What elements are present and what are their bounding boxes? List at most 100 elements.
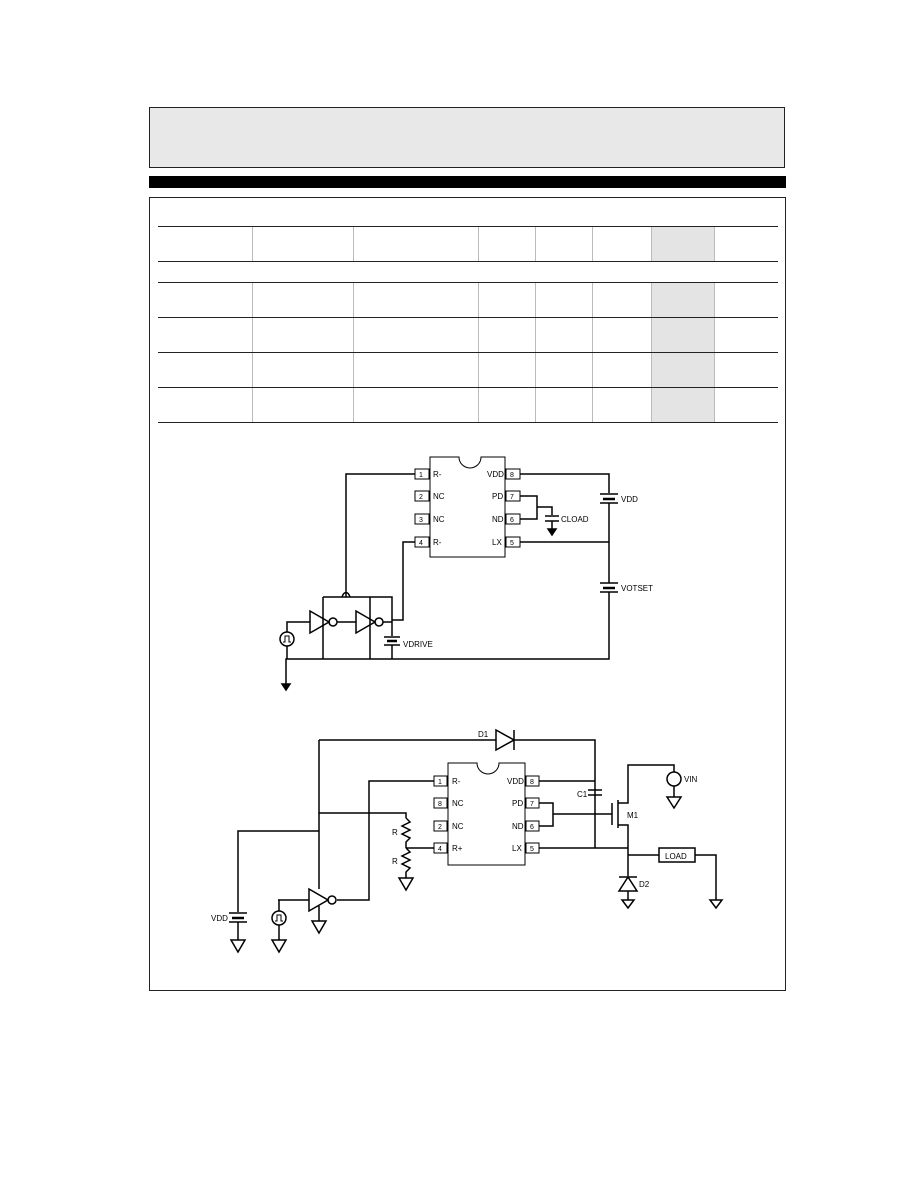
fig1-pin-num: 7	[510, 494, 514, 501]
fig1-wire	[392, 541, 415, 621]
content-frame	[149, 197, 786, 991]
fig2-pin-label: VDD	[507, 777, 524, 786]
fig2-diode-d2	[617, 875, 639, 892]
table-cell	[477, 317, 535, 353]
table-cell	[591, 387, 651, 423]
fig1-vdd-label: VDD	[621, 495, 638, 504]
fig2-r-top-label: R	[392, 828, 398, 837]
table-cell	[713, 282, 778, 318]
figure2-application-circuit	[229, 728, 724, 954]
fig2-wire	[539, 802, 554, 827]
fig2-pulse-glyph	[275, 914, 283, 922]
fig1-pin-box	[414, 490, 430, 502]
table-cell	[713, 317, 778, 353]
figure1-labels: 1 R- 2 NC 3 NC 4 R- 8 VDD 7 PD 6 ND 5 LX…	[403, 470, 653, 649]
table-cell	[477, 282, 535, 318]
fig1-pin-label: PD	[492, 492, 503, 501]
fig2-pin-label: R+	[452, 844, 463, 853]
table-cell	[251, 387, 353, 423]
fig2-wire	[695, 854, 717, 900]
fig1-wire	[520, 473, 610, 493]
table-row	[158, 352, 778, 388]
table-cell	[534, 226, 592, 262]
fig2-pin-box	[433, 797, 448, 809]
fig1-vtest-label: VOTSET	[621, 584, 653, 593]
fig2-wire	[618, 764, 675, 804]
fig1-wire	[285, 592, 610, 684]
fig2-ground	[229, 939, 247, 954]
fig1-pin-label: ND	[492, 515, 504, 524]
fig2-pin-num: 8	[438, 801, 442, 808]
figure2-labels: 1 R- 8 NC 2 NC 4 R+ 8 VDD 7 PD 6 ND 5 LX…	[211, 730, 698, 923]
fig1-wire	[323, 596, 393, 622]
fig2-ground	[665, 796, 683, 810]
fig2-diode-d1	[495, 728, 516, 752]
fig2-pulse-source	[271, 910, 287, 926]
table-cell	[650, 282, 714, 318]
fig1-pin-label: R-	[433, 470, 442, 479]
fig2-pin-num: 4	[438, 846, 442, 853]
fig2-m1-label: M1	[627, 811, 639, 820]
fig2-c1-label: C1	[577, 790, 588, 799]
table-cell	[591, 282, 651, 318]
table-cell	[352, 317, 478, 353]
fig2-wire	[618, 824, 629, 876]
fig2-pin-num: 1	[438, 779, 442, 786]
fig1-pin-label: NC	[433, 492, 445, 501]
fig2-pin-num: 5	[530, 846, 534, 853]
fig2-ground	[270, 939, 288, 954]
fig1-wire	[341, 591, 351, 598]
fig2-inverter-bubble	[327, 895, 337, 905]
fig2-r-bot-label: R	[392, 857, 398, 866]
fig1-wire	[286, 621, 295, 632]
table-cell	[251, 226, 353, 262]
table-cell	[352, 282, 478, 318]
table-cell	[650, 226, 714, 262]
fig2-pin-num: 7	[530, 801, 534, 808]
fig1-pin-num: 2	[419, 494, 423, 501]
table-cell	[158, 387, 252, 423]
fig2-vdd-label: VDD	[211, 914, 228, 923]
fig1-ground-arrow	[546, 528, 558, 537]
table-row	[158, 317, 778, 353]
header-box	[149, 107, 785, 168]
fig2-pin-num: 6	[530, 824, 534, 831]
table-cell	[650, 317, 714, 353]
fig1-ic-body	[429, 456, 506, 558]
fig1-pin-label: NC	[433, 515, 445, 524]
table-cell	[251, 282, 353, 318]
fig2-wire	[514, 739, 596, 848]
fig2-ic-body	[447, 762, 526, 866]
fig1-pin-label: R-	[433, 538, 442, 547]
fig2-d1-label: D1	[478, 730, 489, 739]
table-cell	[650, 387, 714, 423]
fig2-resistor	[400, 847, 412, 878]
fig2-load-label: LOAD	[665, 852, 687, 861]
fig2-pin-num: 8	[530, 779, 534, 786]
fig2-d2-label: D2	[639, 880, 650, 889]
fig2-pin-label: NC	[452, 822, 464, 831]
fig2-pin-label: LX	[512, 844, 522, 853]
table-cell	[158, 352, 252, 388]
table-cell	[534, 317, 592, 353]
fig2-resistor	[400, 817, 412, 848]
fig1-inverter	[309, 609, 331, 635]
fig1-pin-box	[414, 513, 430, 525]
table-header-row	[158, 226, 778, 262]
table-cell	[713, 387, 778, 423]
table-cell	[477, 387, 535, 423]
table-cell	[352, 387, 478, 423]
fig1-pin-num: 6	[510, 517, 514, 524]
table-row	[158, 387, 778, 423]
fig1-inverter	[355, 609, 377, 635]
fig1-wire	[345, 473, 415, 597]
fig2-pin-num: 2	[438, 824, 442, 831]
fig1-pin-label: LX	[492, 538, 502, 547]
fig1-cload-label: CLOAD	[561, 515, 589, 524]
spec-table	[158, 226, 778, 423]
fig2-ground	[620, 899, 636, 910]
fig2-vin-source	[666, 771, 682, 787]
fig2-ground	[708, 899, 724, 910]
fig2-wire	[337, 780, 434, 901]
